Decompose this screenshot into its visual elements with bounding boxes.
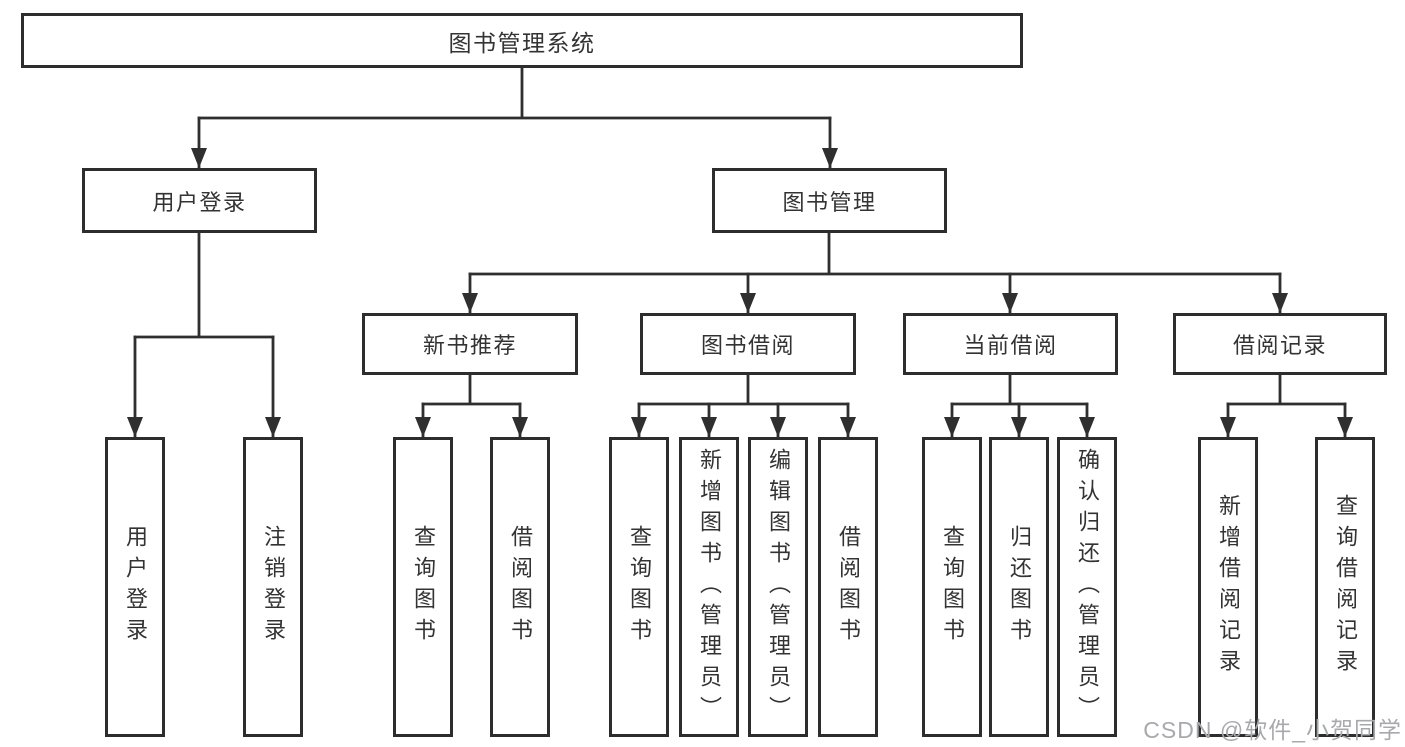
node-user-login: 用户登录 xyxy=(82,168,317,233)
leaf-label: 注销登录 xyxy=(261,525,286,649)
leaf-logout-login: 注销登录 xyxy=(243,437,303,737)
leaf-borrowing-add-books-admin: 新增图书（管理员） xyxy=(679,437,739,737)
leaf-recommend-borrow-books: 借阅图书 xyxy=(490,437,550,737)
node-borrowing-records: 借阅记录 xyxy=(1173,313,1387,375)
node-book-borrowing: 图书借阅 xyxy=(640,313,856,375)
leaf-borrowing-query-books: 查询图书 xyxy=(609,437,669,737)
node-library-management-system: 图书管理系统 xyxy=(21,13,1023,68)
leaf-label: 借阅图书 xyxy=(836,525,861,649)
leaf-label: 借阅图书 xyxy=(508,525,533,649)
leaf-records-add-borrow-record: 新增借阅记录 xyxy=(1198,437,1258,737)
leaf-label: 查询图书 xyxy=(627,525,652,649)
leaf-label: 归还图书 xyxy=(1007,525,1032,649)
leaf-borrowing-edit-books-admin: 编辑图书（管理员） xyxy=(748,437,808,737)
leaf-current-query-books: 查询图书 xyxy=(922,437,982,737)
leaf-label: 确认归还（管理员） xyxy=(1075,447,1100,727)
leaf-label: 查询图书 xyxy=(411,525,436,649)
node-book-management: 图书管理 xyxy=(712,168,947,233)
leaf-label: 用户登录 xyxy=(123,525,148,649)
leaf-current-return-books: 归还图书 xyxy=(989,437,1049,737)
leaf-label: 新增图书（管理员） xyxy=(697,447,722,727)
node-current-borrowing: 当前借阅 xyxy=(903,313,1118,375)
leaf-label: 查询图书 xyxy=(940,525,965,649)
leaf-recommend-query-books: 查询图书 xyxy=(393,437,453,737)
leaf-label: 编辑图书（管理员） xyxy=(766,447,791,727)
leaf-label: 新增借阅记录 xyxy=(1216,494,1241,680)
leaf-records-query-borrow-record: 查询借阅记录 xyxy=(1315,437,1375,737)
leaf-user-login: 用户登录 xyxy=(105,437,165,737)
watermark: CSDN @软件_小贺同学 xyxy=(1143,717,1402,743)
leaf-label: 查询借阅记录 xyxy=(1333,494,1358,680)
leaf-borrowing-borrow-books: 借阅图书 xyxy=(818,437,878,737)
leaf-current-confirm-return-admin: 确认归还（管理员） xyxy=(1057,437,1117,737)
node-new-book-recommendation: 新书推荐 xyxy=(362,313,578,375)
